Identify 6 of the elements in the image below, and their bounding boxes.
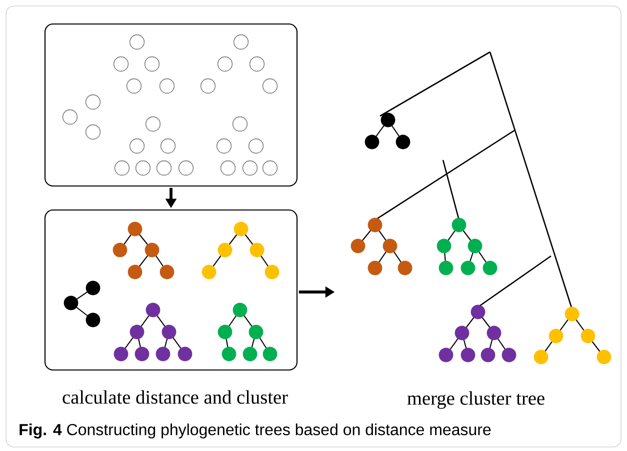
figure-caption: Fig. 4 Constructing phylogenetic trees based on distance measure	[20, 424, 491, 438]
panel-caption: merge cluster tree	[407, 391, 544, 409]
panel-box	[44, 23, 298, 187]
phylogenetic-tree-drawing	[350, 51, 612, 364]
panel-caption: calculate distance and cluster	[62, 390, 288, 404]
panel-box	[44, 209, 298, 371]
